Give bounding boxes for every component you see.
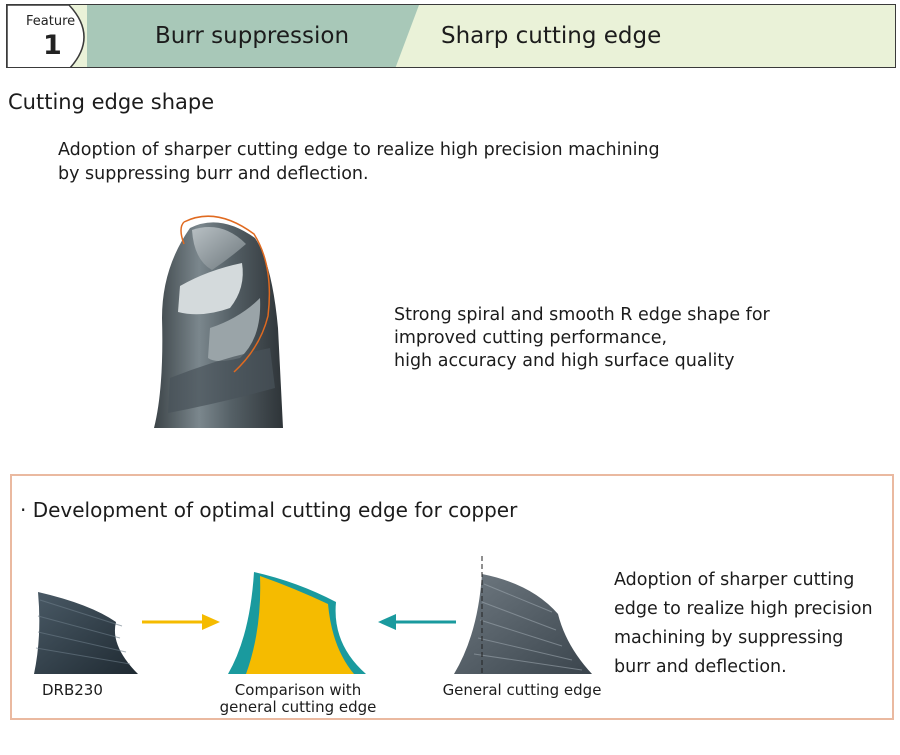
box-description-line-4: burr and deflection. [614,657,787,677]
drill-description: Strong spiral and smooth R edge shape fo… [394,304,854,373]
comparison-edge-image [228,572,366,674]
general-edge-image [454,556,592,676]
box-description: Adoption of sharper cutting edge to real… [614,566,894,682]
tab-sharp-cutting-edge[interactable]: Sharp cutting edge [441,23,662,49]
label-comparison-line-1: Comparison with [234,681,362,699]
box-title: · Development of optimal cutting edge fo… [20,498,518,522]
box-description-line-1: Adoption of sharper cutting [614,570,855,590]
label-comparison: Comparison with general cutting edge [198,682,398,716]
drb230-edge-image [34,592,138,674]
arrow-right-icon [142,614,220,630]
box-description-line-2: edge to realize high precision [614,599,873,619]
intro-line-2: by suppressing burr and deflection. [58,164,369,184]
drill-tip-image [154,215,283,428]
feature-label: Feature [26,14,76,29]
copper-edge-box: · Development of optimal cutting edge fo… [10,474,894,720]
feature-banner: Feature 1 Burr suppression Sharp cutting… [6,4,896,68]
intro-text: Adoption of sharper cutting edge to real… [58,138,718,186]
label-drb230: DRB230 [42,681,103,699]
label-comparison-line-2: general cutting edge [219,698,377,716]
box-description-line-3: machining by suppressing [614,628,844,648]
drill-description-line-1: Strong spiral and smooth R edge shape fo… [394,305,770,325]
label-general-edge: General cutting edge [442,681,602,699]
intro-line-1: Adoption of sharper cutting edge to real… [58,140,660,160]
banner-shapes [7,5,419,67]
drill-description-line-2: improved cutting performance, [394,328,668,348]
feature-number: 1 [43,30,62,61]
tab-burr-suppression[interactable]: Burr suppression [155,23,350,49]
drill-description-line-3: high accuracy and high surface quality [394,351,735,371]
section-title: Cutting edge shape [8,90,215,114]
arrow-left-icon [378,614,456,630]
